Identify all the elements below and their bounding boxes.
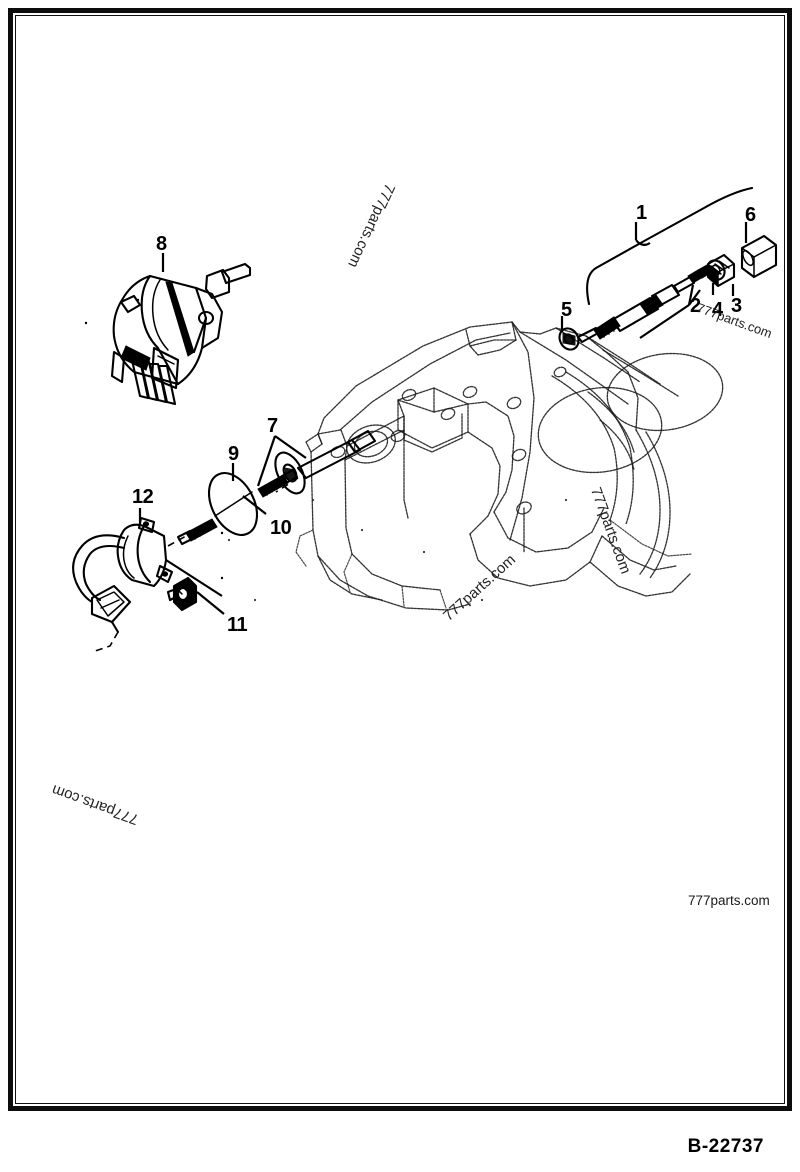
part-1-fuel-line <box>586 186 754 306</box>
part-11-sensor-fitting <box>166 576 225 615</box>
part-12-sender-assembly <box>72 508 224 653</box>
part-9-oring <box>207 463 259 536</box>
part-callout-7: 7 <box>267 415 278 437</box>
part-8-solenoid <box>84 253 252 406</box>
part-callout-10: 10 <box>270 517 292 539</box>
fitting-body-assembly <box>576 275 696 344</box>
engine-block-ghost-outline <box>227 321 724 611</box>
locating-dash-12 <box>167 535 187 547</box>
part-callout-12: 12 <box>132 486 154 508</box>
part-callout-8: 8 <box>156 233 167 255</box>
drawing-code-label: B-22737 <box>687 1136 764 1157</box>
drawing-frame-inner <box>15 15 785 1104</box>
part-callout-4: 4 <box>712 299 723 321</box>
drawing-frame-outer <box>8 8 792 1111</box>
part-10-stud <box>176 468 299 546</box>
part-6-sleeve <box>740 222 778 279</box>
part-callout-2: 2 <box>690 295 701 317</box>
part-5-oring <box>558 316 580 351</box>
locating-dash-7 <box>275 477 299 493</box>
part-callout-1: 1 <box>636 202 647 224</box>
part-callout-9: 9 <box>228 443 239 465</box>
part-callout-3: 3 <box>731 295 742 317</box>
part-callout-5: 5 <box>561 299 572 321</box>
part-3-coupling-nut <box>706 253 736 296</box>
part-callout-6: 6 <box>745 204 756 226</box>
part-callout-11: 11 <box>227 614 248 636</box>
corner-watermark: 777parts.com <box>688 893 770 908</box>
